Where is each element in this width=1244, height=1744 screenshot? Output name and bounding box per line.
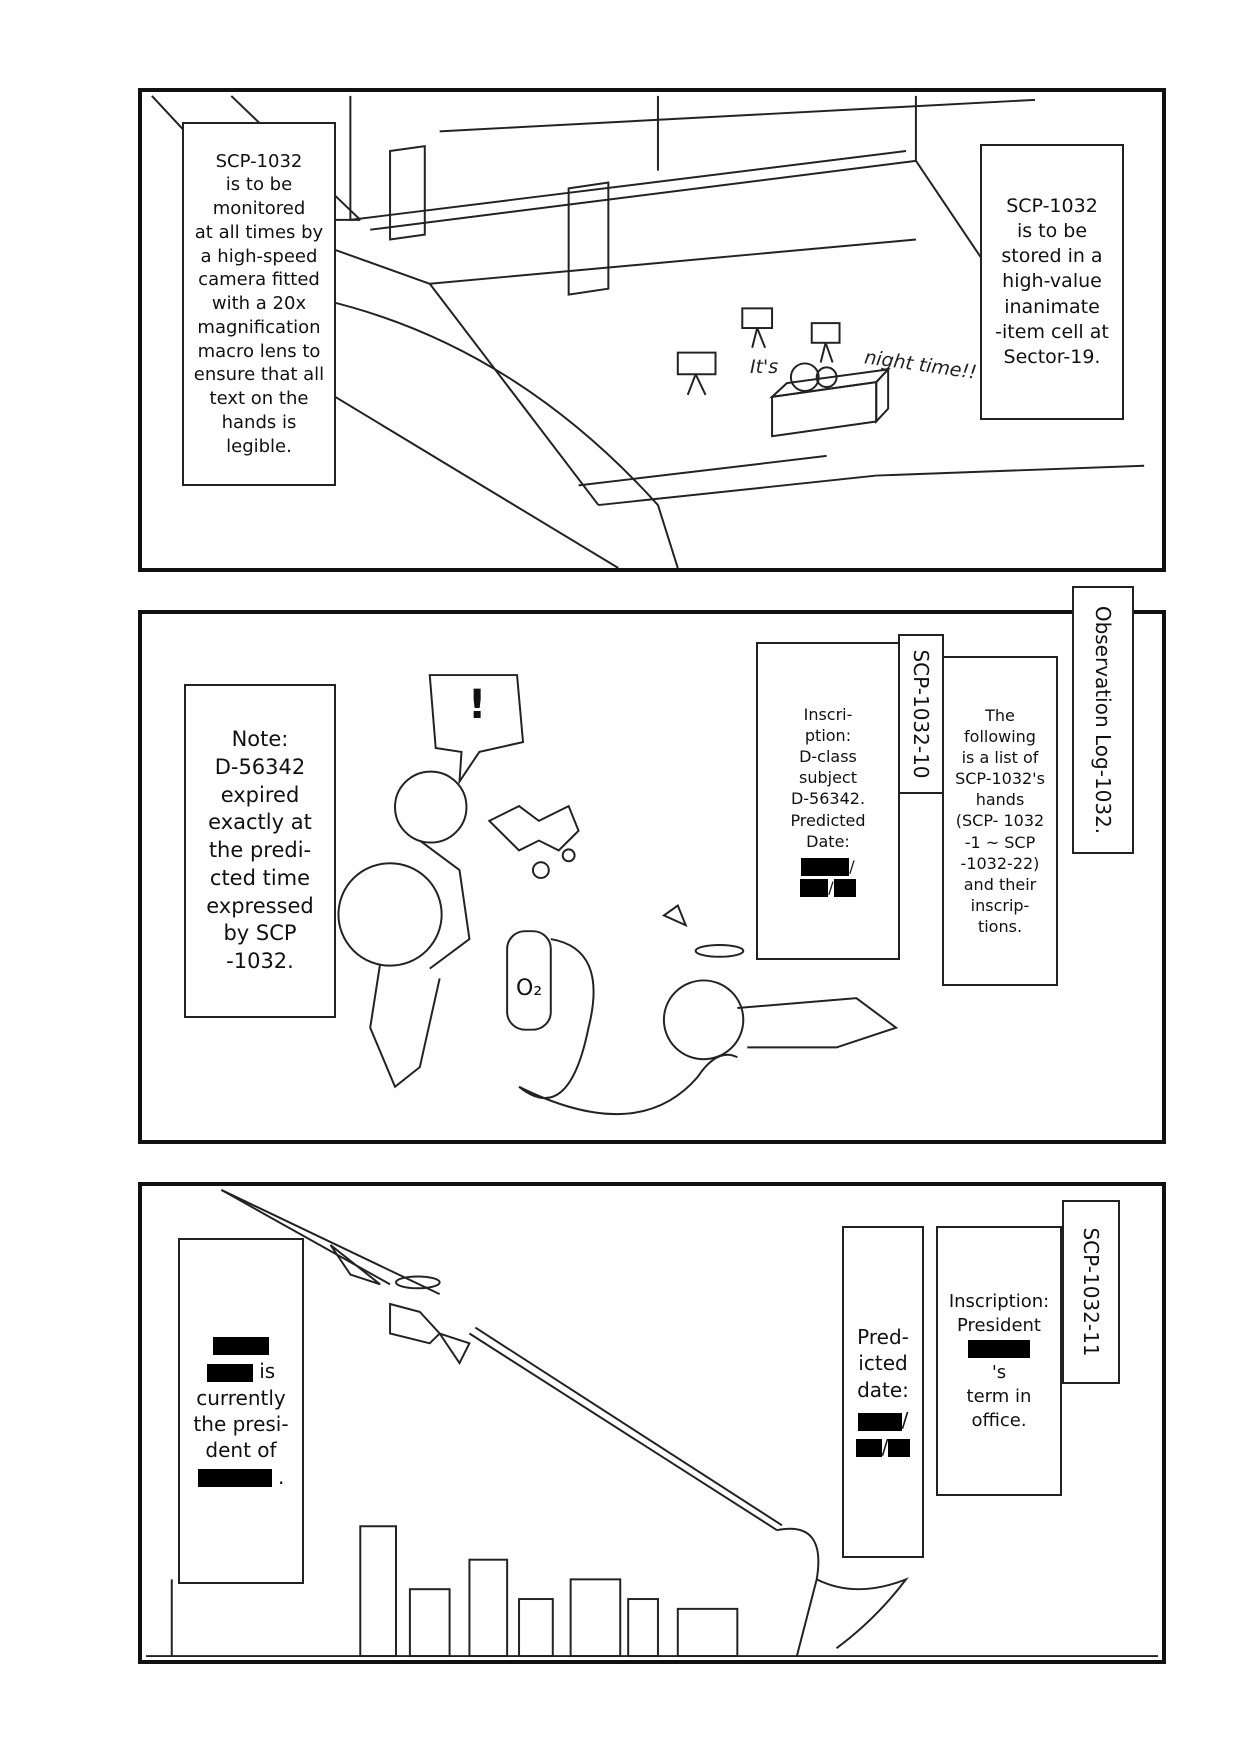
predicted-date-11: / / (855, 1407, 911, 1460)
caption-list-text: The following is a list of SCP-1032's ha… (955, 705, 1045, 936)
date-slash: / (828, 877, 834, 897)
redacted-block (800, 879, 829, 898)
date-slash: / (849, 856, 855, 876)
hand-label-11-text: SCP-1032-11 (1079, 1227, 1103, 1357)
speech-exclamation: ! (468, 682, 487, 728)
redacted-block (801, 858, 850, 877)
panel-storage-cell: SCP-1032 is to be monitored at all times… (138, 88, 1166, 572)
panel-d-class-incident: ! O₂ Note: D-56342 expired exactly at th… (138, 610, 1166, 1144)
inscription-11-redacted-line (968, 1337, 1030, 1361)
caption-note-text: Note: D-56342 expired exactly at the pre… (206, 727, 314, 974)
predicted-11-text: Pred- icted date: (857, 1325, 909, 1402)
caption-monitoring: SCP-1032 is to be monitored at all times… (182, 122, 336, 486)
caption-storage: SCP-1032 is to be stored in a high-value… (980, 144, 1124, 420)
redacted-block (888, 1439, 911, 1458)
caption-current-president: is currently the presi- dent of . (178, 1238, 304, 1584)
inscription-10-text: Inscri- ption: D-class subject D-56342. … (790, 705, 866, 851)
president-period: . (278, 1464, 285, 1489)
inscription-11-suffix: 's term in office. (966, 1362, 1032, 1431)
redacted-block (855, 1439, 882, 1458)
redacted-block (206, 1363, 253, 1382)
sfx-its: It's (750, 356, 779, 378)
hand-label-11: SCP-1032-11 (1062, 1200, 1120, 1384)
caption-list-of-hands: The following is a list of SCP-1032's ha… (942, 656, 1058, 986)
observation-log-title-text: Observation Log-1032. (1091, 605, 1115, 835)
president-is: is (259, 1359, 276, 1384)
president-rest-text: currently the presi- dent of (193, 1385, 289, 1463)
redacted-block (968, 1340, 1030, 1359)
hand-label-10-text: SCP-1032-10 (909, 649, 933, 779)
redacted-block (213, 1337, 269, 1356)
panel-president: is currently the presi- dent of . Pred- … (138, 1182, 1166, 1664)
president-name-line-2: is (206, 1358, 276, 1384)
redacted-block (833, 879, 856, 898)
incident-drawing (337, 674, 899, 1116)
oxygen-tank-label: O₂ (516, 976, 543, 1001)
caption-inscription-11: Inscription: President 's term in office… (936, 1226, 1062, 1496)
storage-cell-drawing (151, 95, 1145, 568)
caption-inscription-10: Inscri- ption: D-class subject D-56342. … (756, 642, 900, 960)
caption-predicted-date-11: Pred- icted date: / / (842, 1226, 924, 1558)
date-slash: / (901, 1408, 909, 1433)
president-name-line-1 (213, 1332, 269, 1358)
president-country-line: . (197, 1464, 285, 1490)
observation-log-title: Observation Log-1032. (1072, 586, 1134, 854)
date-slash: / (881, 1434, 889, 1459)
inscription-11-prefix: Inscription: President (948, 1290, 1050, 1336)
predicted-date-10: / / (800, 856, 856, 898)
caption-note: Note: D-56342 expired exactly at the pre… (184, 684, 336, 1018)
hand-label-10: SCP-1032-10 (898, 634, 944, 794)
redacted-block (857, 1412, 902, 1431)
caption-monitoring-text: SCP-1032 is to be monitored at all times… (193, 150, 325, 457)
caption-storage-text: SCP-1032 is to be stored in a high-value… (995, 195, 1109, 368)
redacted-block (197, 1469, 272, 1488)
city-kaiju-drawing (145, 1189, 1159, 1658)
